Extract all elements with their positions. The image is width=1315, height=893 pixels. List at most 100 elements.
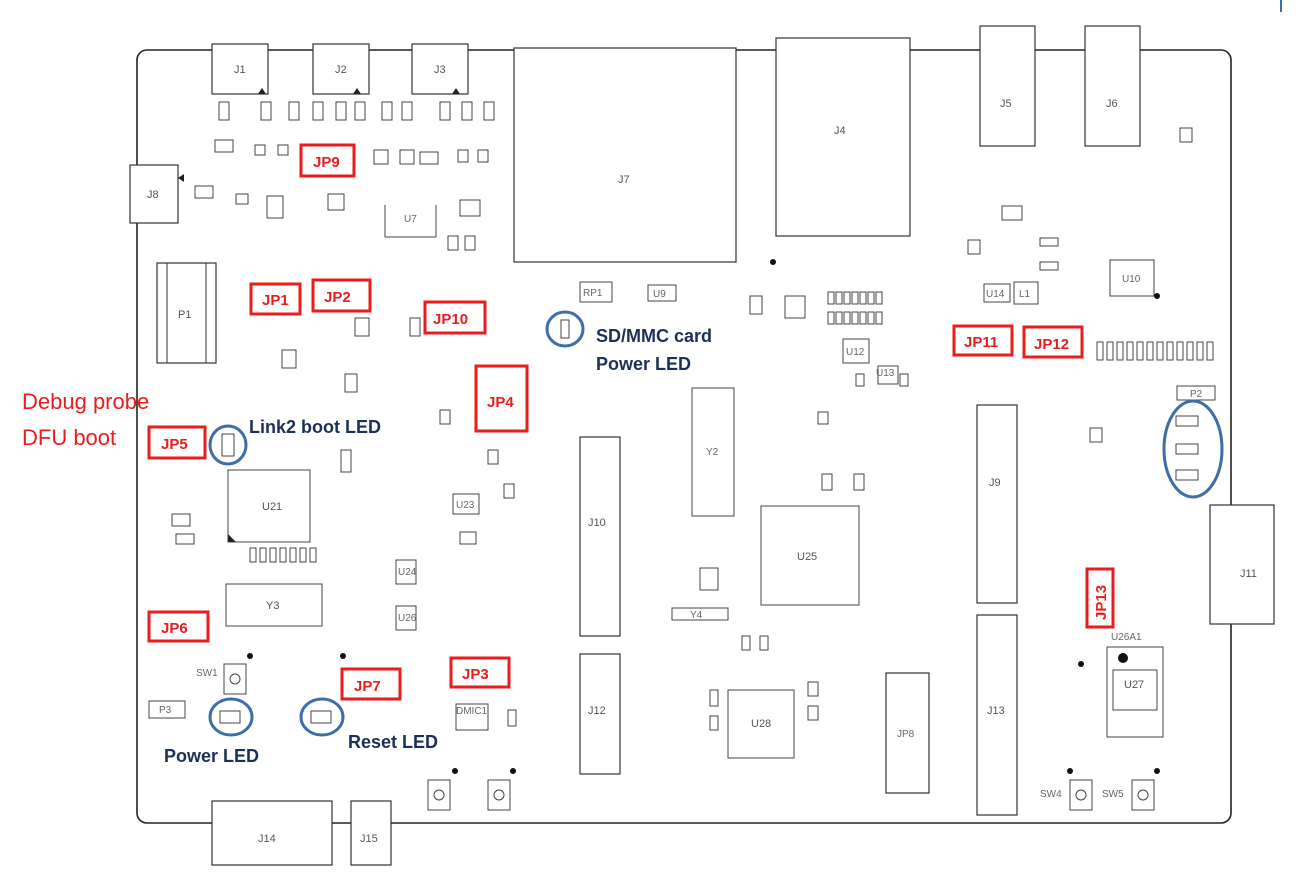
svg-text:SW1: SW1 — [196, 668, 218, 679]
svg-text:J5: J5 — [1000, 98, 1012, 110]
connector-j14: J14 — [211, 800, 333, 866]
chip-u27: U27 — [1106, 646, 1164, 738]
svg-text:J4: J4 — [834, 125, 846, 137]
svg-text:J7: J7 — [618, 174, 630, 186]
svg-text:JP8: JP8 — [897, 729, 915, 740]
svg-text:J13: J13 — [987, 705, 1005, 717]
crystal-y2: Y2 — [691, 387, 735, 517]
svg-text:P1: P1 — [178, 309, 191, 321]
jumper-jp11: JP11 — [952, 324, 1014, 357]
jumper-jp4: JP4 — [474, 364, 529, 433]
connector-j2: J2 — [312, 43, 370, 95]
reset-led-callout: Reset LED — [348, 732, 438, 752]
svg-text:J1: J1 — [234, 64, 246, 76]
reset-led-ring — [299, 697, 345, 737]
debug-probe-callout-line1: Debug probe — [22, 389, 149, 414]
svg-text:U12: U12 — [846, 347, 865, 358]
chip-u9: U9 — [647, 284, 677, 302]
svg-text:JP11: JP11 — [964, 334, 998, 351]
jumper-jp12: JP12 — [1022, 325, 1084, 359]
svg-text:J11: J11 — [1240, 568, 1257, 580]
inductor-l1: L1 — [1013, 281, 1039, 305]
svg-text:U9: U9 — [653, 289, 666, 300]
connector-j3: J3 — [411, 43, 469, 95]
svg-text:U13: U13 — [876, 368, 895, 379]
power-led-callout: Power LED — [164, 746, 259, 766]
svg-text:J9: J9 — [989, 477, 1001, 489]
chip-u26: U26 — [395, 605, 417, 631]
jumper-jp6: JP6 — [147, 610, 210, 643]
connector-j10: J10 — [579, 436, 621, 637]
connector-j4: J4 — [775, 37, 911, 237]
svg-text:JP10: JP10 — [433, 311, 468, 328]
connector-p3: P3 — [148, 700, 186, 719]
chip-u13: U13 — [876, 365, 899, 385]
chip-u14: U14 — [983, 283, 1011, 303]
svg-text:U7: U7 — [404, 214, 417, 225]
jumper-jp3: JP3 — [449, 656, 511, 689]
svg-text:JP13: JP13 — [1093, 585, 1110, 620]
connector-j7: J7 — [513, 47, 737, 263]
connector-j9: J9 — [976, 404, 1018, 604]
svg-text:U10: U10 — [1122, 274, 1141, 285]
svg-text:J2: J2 — [335, 64, 347, 76]
chip-u12: U12 — [842, 338, 870, 364]
svg-text:U14: U14 — [986, 289, 1005, 300]
jumper-jp2: JP2 — [311, 278, 372, 313]
svg-text:JP1: JP1 — [262, 292, 289, 309]
svg-text:JP5: JP5 — [161, 436, 188, 453]
chip-u21: U21 — [227, 469, 311, 543]
connector-p1: P1 — [156, 262, 217, 364]
svg-text:P2: P2 — [1190, 389, 1203, 400]
jumper-jp7: JP7 — [340, 667, 402, 701]
svg-text:U26: U26 — [398, 613, 417, 624]
svg-text:U25: U25 — [797, 551, 817, 563]
rgb-led-ring — [1162, 399, 1224, 499]
connector-jp8: JP8 — [885, 672, 930, 794]
switch-sw5: SW5 — [1102, 779, 1155, 811]
connector-p2: P2 — [1176, 385, 1216, 401]
svg-text:J6: J6 — [1106, 98, 1118, 110]
jumper-jp10: JP10 — [423, 300, 487, 335]
svg-text:U21: U21 — [262, 501, 282, 513]
power-led-ring — [208, 697, 254, 737]
link2-led-ring — [208, 424, 248, 466]
svg-text:J8: J8 — [147, 189, 159, 201]
link2-led-callout: Link2 boot LED — [249, 417, 381, 437]
board-dots — [247, 259, 1160, 774]
svg-text:SW4: SW4 — [1040, 789, 1062, 800]
connector-j1: J1 — [211, 43, 269, 95]
svg-text:RP1: RP1 — [583, 288, 603, 299]
svg-text:SW5: SW5 — [1102, 789, 1124, 800]
svg-text:JP2: JP2 — [324, 289, 351, 306]
svg-text:P3: P3 — [159, 705, 172, 716]
svg-text:JP9: JP9 — [313, 154, 340, 171]
jumper-jp13: JP13 — [1085, 567, 1115, 629]
switch-sw1: SW1 — [196, 663, 247, 695]
connector-j11: J11 — [1209, 504, 1275, 625]
svg-text:J12: J12 — [588, 705, 606, 717]
svg-text:JP3: JP3 — [462, 666, 489, 683]
switch-unlabeled — [427, 779, 511, 811]
svg-text:DMIC1: DMIC1 — [456, 706, 488, 717]
jumper-jp9: JP9 — [299, 143, 356, 178]
connector-j13: J13 — [976, 614, 1018, 816]
chip-u25: U25 — [760, 505, 860, 606]
connector-j5: J5 — [979, 25, 1036, 147]
chip-u7: U7 — [384, 205, 437, 238]
svg-text:L1: L1 — [1019, 289, 1031, 300]
jumper-jp1: JP1 — [249, 282, 302, 316]
svg-text:JP7: JP7 — [354, 678, 381, 695]
svg-text:U27: U27 — [1124, 679, 1144, 691]
svg-text:JP6: JP6 — [161, 620, 188, 637]
connector-j12: J12 — [579, 653, 621, 775]
svg-text:JP12: JP12 — [1034, 336, 1069, 353]
svg-text:J14: J14 — [258, 833, 276, 845]
crystal-y3: Y3 — [225, 583, 323, 627]
switch-sw4: SW4 — [1040, 779, 1093, 811]
chip-u10: U10 — [1109, 259, 1155, 297]
chip-u23: U23 — [452, 493, 480, 515]
sd-led-ring — [545, 310, 585, 348]
chip-u26a1-label: U26A1 — [1111, 632, 1142, 643]
